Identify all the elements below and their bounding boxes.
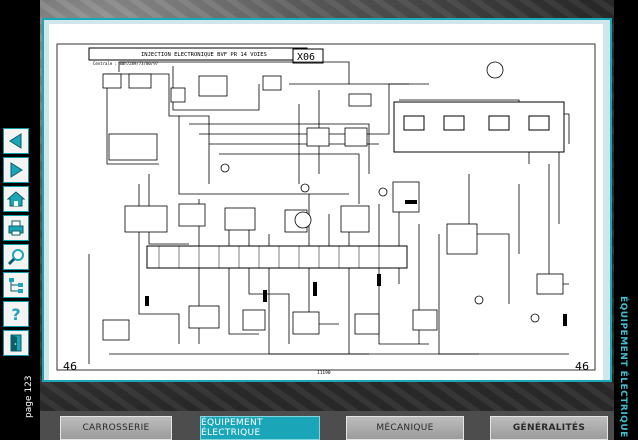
print-icon	[8, 220, 24, 236]
back-arrow-icon	[9, 133, 22, 149]
diagram-title: INJECTION ELECTRONIQUE BVF PR 14 VOIES	[141, 52, 267, 58]
diagram-subtitle: Centrale : 80h7289/73/80/97	[93, 61, 159, 66]
svg-text:?: ?	[11, 305, 20, 324]
forward-arrow-icon	[10, 162, 23, 178]
ecu-connector	[146, 245, 408, 269]
back-button[interactable]	[3, 128, 29, 154]
home-icon	[6, 191, 26, 207]
index-tree-icon	[9, 278, 23, 293]
forward-button[interactable]	[3, 157, 29, 183]
help-icon: ?	[11, 305, 20, 324]
section-title: ÉQUIPEMENT ÉLECTRIQUE	[618, 296, 628, 438]
right-strip	[614, 0, 638, 440]
index-button[interactable]	[3, 272, 29, 298]
tab-carrosserie[interactable]: CARROSSERIE	[60, 416, 172, 440]
exit-door-icon	[10, 334, 22, 352]
wiring-diagram-svg: INJECTION ELECTRONIQUE BVF PR 14 VOIES C…	[49, 24, 603, 380]
components	[102, 61, 564, 341]
diagram-ref: 11190	[317, 370, 331, 376]
exit-button[interactable]	[3, 330, 29, 356]
help-button[interactable]: ?	[3, 301, 29, 327]
wires	[88, 61, 570, 364]
title-block: INJECTION ELECTRONIQUE BVF PR 14 VOIES C…	[88, 47, 324, 66]
tab-equipement-electrique[interactable]: ÉQUIPEMENT ÉLECTRIQUE	[200, 416, 320, 440]
tab-mecanique[interactable]: MÉCANIQUE	[346, 416, 464, 440]
page-number: page 123	[24, 358, 38, 438]
page-number-label: page 123	[24, 375, 34, 418]
diagram-page-right: 46	[575, 360, 589, 373]
tab-generalites[interactable]: GÉNÉRALITÉS	[490, 416, 608, 440]
home-button[interactable]	[3, 186, 29, 212]
search-magnifier-icon	[7, 249, 24, 266]
diagram-code: X06	[297, 52, 315, 63]
diagram-page-left: 46	[63, 360, 77, 373]
search-button[interactable]	[3, 244, 29, 270]
print-button[interactable]	[3, 215, 29, 241]
wiring-diagram[interactable]: INJECTION ELECTRONIQUE BVF PR 14 VOIES C…	[49, 24, 603, 380]
